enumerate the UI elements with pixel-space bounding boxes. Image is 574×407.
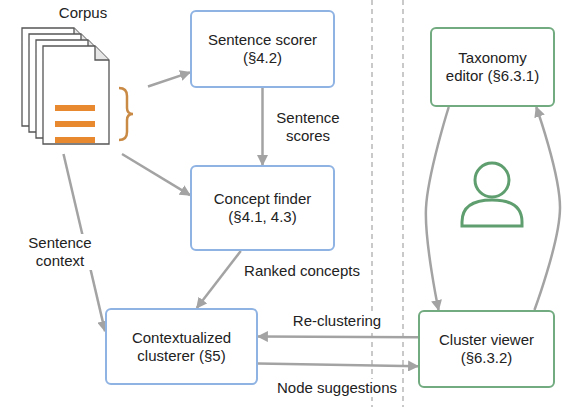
box-label: Sentence scorer (§4.2) — [200, 31, 325, 67]
panel-divider — [371, 0, 373, 407]
box-label: Cluster viewer (§6.3.2) — [437, 331, 537, 367]
process-box: Sentence scorer (§4.2) — [190, 10, 335, 88]
document-stack — [18, 4, 148, 154]
corpus-label: Corpus — [59, 4, 107, 22]
edge-label: Node suggestions — [275, 379, 399, 397]
edge-label: Sentence scores — [270, 109, 346, 145]
corpus-documents: Corpus — [18, 4, 148, 154]
process-box: Contextualized clusterer (§5) — [105, 308, 258, 385]
interface-box: Cluster viewer (§6.3.2) — [418, 310, 555, 388]
flow-arrow — [122, 154, 190, 195]
edge-label: Ranked concepts — [242, 262, 362, 280]
user-icon — [462, 163, 522, 226]
flow-arrow — [258, 335, 418, 338]
box-label: Contextualized clusterer (§5) — [117, 329, 247, 365]
flow-arrow — [148, 72, 190, 86]
panel-divider — [402, 0, 404, 407]
edge-label: Re-clustering — [291, 312, 383, 330]
flow-arrow — [197, 251, 241, 308]
flow-arrow — [258, 363, 418, 366]
process-box: Concept finder (§4.1, 4.3) — [190, 165, 335, 251]
interface-box: Taxonomy editor (§6.3.1) — [430, 27, 555, 107]
box-label: Taxonomy editor (§6.3.1) — [443, 49, 543, 85]
box-label: Concept finder (§4.1, 4.3) — [213, 190, 313, 226]
flow-arrow — [261, 88, 264, 165]
flow-arrow — [426, 107, 449, 310]
edge-label: Sentence context — [22, 234, 98, 270]
flow-arrow — [534, 107, 560, 310]
